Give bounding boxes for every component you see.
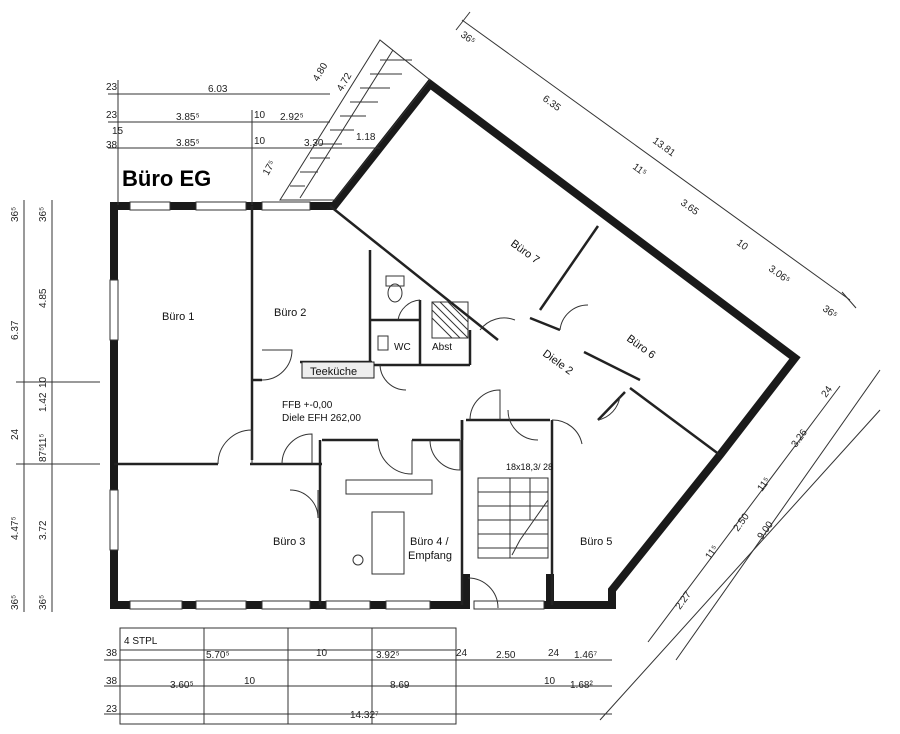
- dim-left-i6: 87⁵: [38, 447, 49, 462]
- dim-bot-1h: 1.46⁷: [574, 650, 597, 661]
- dim-left-o3: 24: [10, 428, 21, 440]
- label-diele-2: Diele 2: [540, 348, 575, 378]
- dim-top-3a: 15: [112, 126, 124, 137]
- label-diele-efh: Diele EFH 262,00: [282, 413, 361, 424]
- dim-diag-3: 13.81: [650, 136, 677, 160]
- bottom-dimensions: 4 STPL 38 5.70⁵ 10 3.92⁵ 24 2.50 24 1.46…: [104, 627, 612, 725]
- dim-diag-4: 11⁵: [630, 162, 648, 179]
- dim-top-2b: 3.85⁵: [176, 112, 200, 123]
- dim-top-1a: 23: [106, 82, 118, 93]
- dim-bot-1b: 5.70⁵: [206, 650, 230, 661]
- label-buero-1: Büro 1: [162, 311, 194, 323]
- dim-left-i7: 3.72: [38, 520, 49, 540]
- dim-left-o2: 6.37: [10, 320, 21, 340]
- dim-diag-1: 36⁵: [458, 30, 477, 48]
- dim-right-6: 11⁵: [704, 544, 721, 562]
- label-stpl: 4 STPL: [124, 636, 158, 647]
- dim-diag-7: 3.06⁵: [766, 264, 792, 287]
- dim-left-o5: 36⁵: [10, 595, 21, 610]
- dim-right-4: 2.50: [732, 511, 753, 534]
- label-buero-3: Büro 3: [273, 536, 305, 548]
- dim-bot-1a: 38: [106, 648, 118, 659]
- windows: [109, 201, 545, 610]
- dim-bot-2d: 8.69: [390, 680, 410, 691]
- label-buero-7: Büro 7: [508, 238, 541, 267]
- label-ffb: FFB +-0,00: [282, 400, 333, 411]
- dim-bot-2b: 3.60⁵: [170, 680, 194, 691]
- dim-top-small-c: 17⁵: [261, 159, 278, 178]
- label-buero-5: Büro 5: [580, 536, 612, 548]
- diagonal-top-dimensions: 36⁵ 6.35 13.81 11⁵ 3.65 10 3.06⁵ 36⁵: [455, 11, 857, 322]
- dim-bot-3b: 14.32⁷: [350, 710, 379, 721]
- dim-top-small-b: 4.80: [311, 61, 330, 84]
- label-buero-6: Büro 6: [624, 333, 657, 362]
- dim-top-1b: 6.03: [208, 84, 228, 95]
- label-stair-spec: 18x18,3/ 28: [506, 462, 553, 472]
- label-buero-2: Büro 2: [274, 307, 306, 319]
- dim-bot-2a: 38: [106, 676, 118, 687]
- plan-title: Büro EG: [122, 166, 211, 191]
- dim-left-o4: 4.47⁵: [10, 516, 21, 540]
- dim-bot-1f: 2.50: [496, 650, 516, 661]
- dim-left-i2: 4.85: [38, 288, 49, 308]
- dim-right-7: 2.27: [674, 589, 695, 612]
- dim-bot-3a: 23: [106, 704, 118, 715]
- dim-top-small-a: 4.72: [335, 71, 354, 94]
- label-wc: WC: [394, 342, 411, 353]
- dim-top-3pre: 38: [106, 140, 118, 151]
- dim-bot-1g: 24: [548, 648, 560, 659]
- exterior-stair: [279, 39, 431, 201]
- room-labels: Büro 1 Büro 2 Büro 3 Büro 4 / Empfang Bü…: [162, 238, 658, 562]
- doors: [217, 299, 621, 609]
- left-dimensions: 36⁵ 6.37 24 4.47⁵ 36⁵ 36⁵ 4.85 10 1.42 1…: [10, 200, 100, 612]
- outer-walls: [110, 78, 801, 609]
- dim-left-i1: 36⁵: [38, 207, 49, 222]
- dim-top-3c: 10: [254, 136, 266, 147]
- dim-top-small-d: 1.18: [356, 132, 376, 143]
- dim-right-1: 24: [820, 384, 836, 400]
- label-buero-4-line2: Empfang: [408, 550, 452, 562]
- label-teekueche: Teeküche: [310, 366, 357, 378]
- dim-left-i4: 1.42: [38, 392, 49, 412]
- dim-bot-1c: 10: [316, 648, 328, 659]
- dim-diag-8: 36⁵: [820, 304, 839, 322]
- dim-bot-2c: 10: [244, 676, 256, 687]
- label-buero-4-line1: Büro 4 /: [410, 536, 449, 548]
- dim-top-2c: 10: [254, 110, 266, 121]
- dim-diag-2: 6.35: [540, 94, 563, 115]
- dim-bot-1e: 24: [456, 648, 468, 659]
- dim-bot-2e: 10: [544, 676, 556, 687]
- fixtures: [301, 275, 469, 575]
- interior-stair: [477, 477, 549, 559]
- dim-left-i3: 10: [38, 376, 49, 388]
- dim-bot-2f: 1.68²: [570, 680, 593, 691]
- dim-top-3b: 3.85⁵: [176, 138, 200, 149]
- dim-diag-5: 3.65: [678, 198, 701, 219]
- dim-top-2a: 23: [106, 110, 118, 121]
- dim-top-2d: 2.92⁵: [280, 112, 304, 123]
- diagonal-right-dimensions: 24 3.26 11⁵ 2.50 9.00 11⁵ 2.27: [599, 369, 881, 721]
- dim-left-o1: 36⁵: [10, 207, 21, 222]
- dim-bot-1d: 3.92⁵: [376, 650, 400, 661]
- label-abst: Abst: [432, 342, 452, 353]
- dim-left-i8: 36⁵: [38, 595, 49, 610]
- dim-top-3d: 3.30: [304, 138, 324, 149]
- dim-diag-6: 10: [734, 238, 750, 254]
- dim-left-i5: 11⁵: [38, 433, 49, 448]
